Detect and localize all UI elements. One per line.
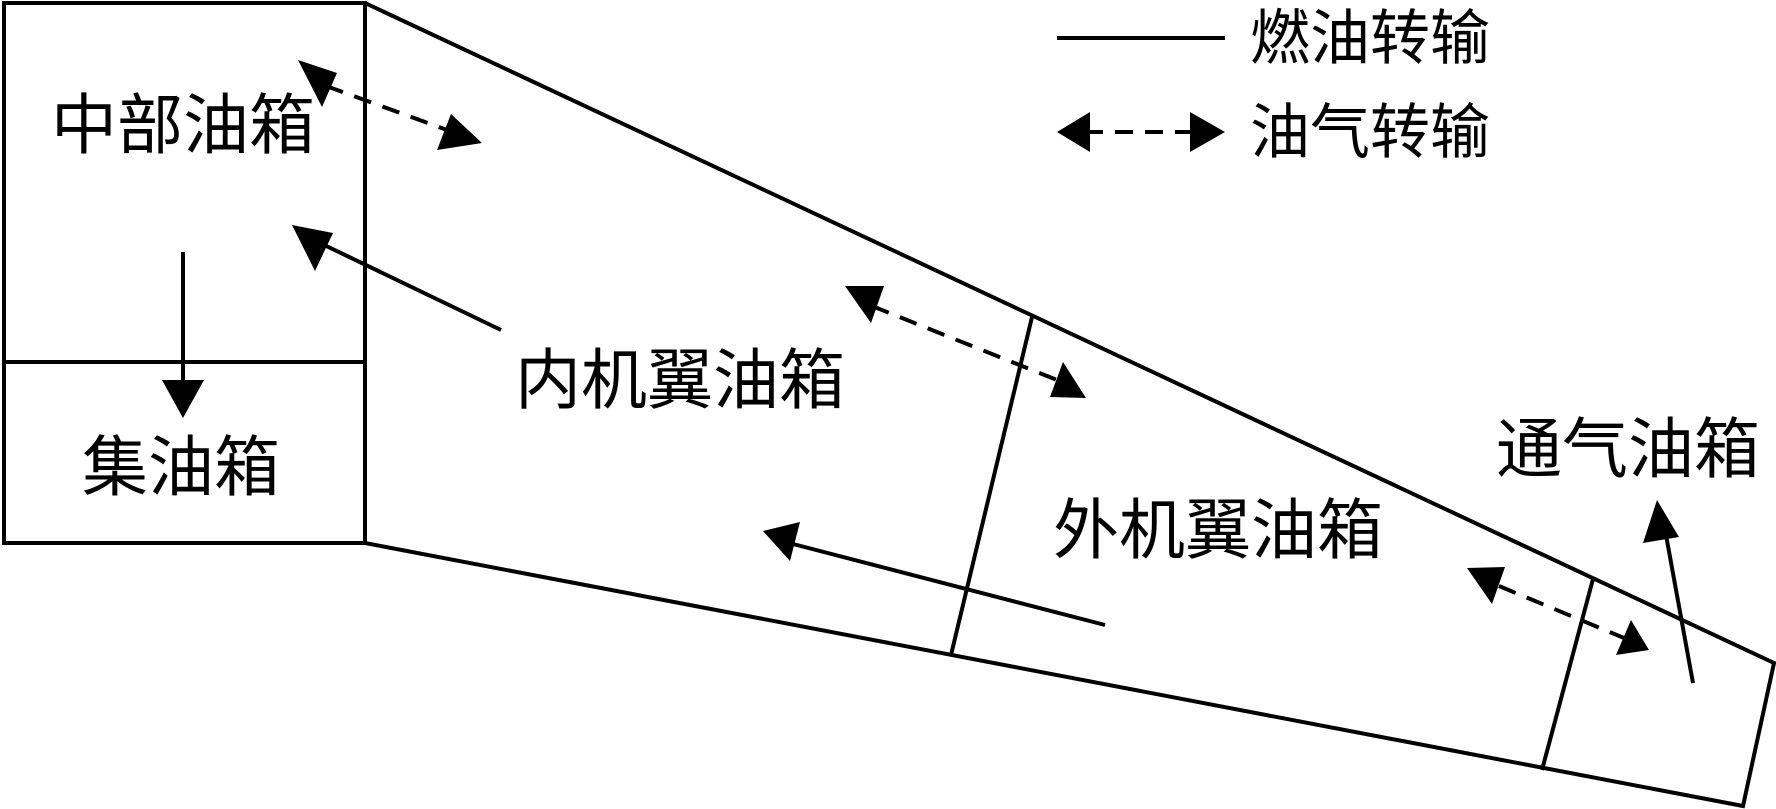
legend-vapor-transfer-label: 油气转输 bbox=[1250, 98, 1490, 168]
inner-outer-vapor-arrow bbox=[845, 286, 1086, 398]
legend-right-arrowhead bbox=[1190, 112, 1225, 152]
vent-tank-label: 通气油箱 bbox=[1496, 411, 1760, 488]
center-tank-label: 中部油箱 bbox=[51, 87, 315, 164]
outer-wing-tank-label: 外机翼油箱 bbox=[1053, 492, 1383, 569]
center-inner-vapor-arrow bbox=[298, 60, 482, 150]
collector-fuel-arrow bbox=[162, 252, 204, 418]
legend-left-arrowhead bbox=[1057, 112, 1090, 152]
legend-fuel-transfer-label: 燃油转输 bbox=[1250, 4, 1490, 74]
outer-vent-vapor-arrow bbox=[1467, 567, 1649, 655]
inner-wing-tank-label: 内机翼油箱 bbox=[515, 342, 845, 419]
inner-to-center-fuel-arrow bbox=[292, 225, 502, 332]
wing-outline bbox=[364, 1, 1776, 809]
center-tank-outline bbox=[2, 1, 367, 545]
inner-outer-divider bbox=[949, 316, 1034, 656]
vent-outlet-fuel-arrow bbox=[1643, 500, 1695, 684]
outer-to-inner-fuel-arrow bbox=[763, 522, 1106, 627]
collector-tank-label: 集油箱 bbox=[82, 429, 280, 506]
outer-vent-divider bbox=[1540, 578, 1595, 771]
